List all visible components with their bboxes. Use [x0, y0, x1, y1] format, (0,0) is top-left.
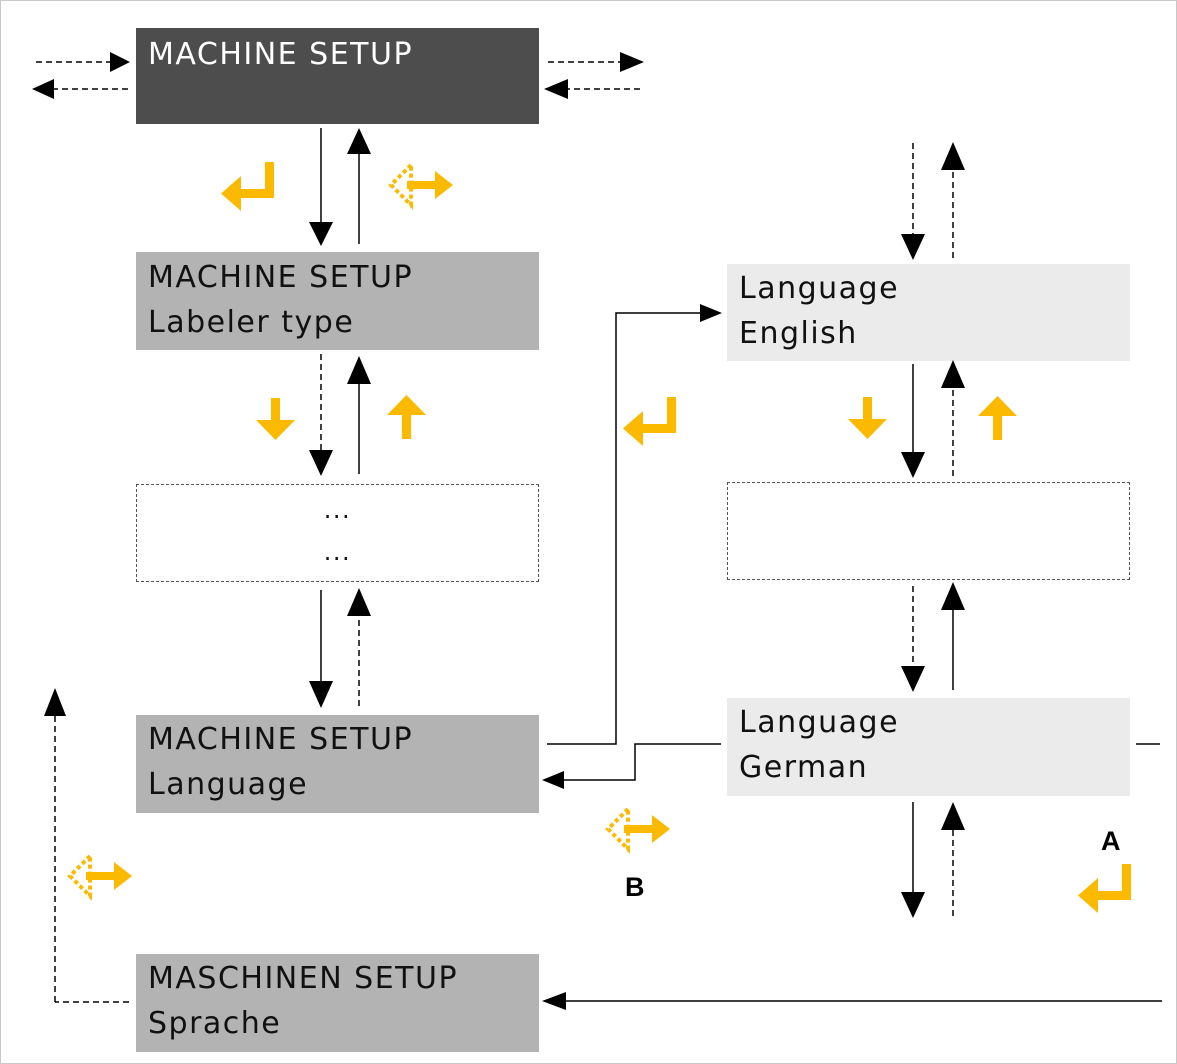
- screen-line-2: Language: [148, 767, 309, 802]
- screen-line-1: MACHINE SETUP: [148, 260, 414, 295]
- arrow-up-to-blank: [941, 582, 965, 690]
- arrow-up-to-german: [941, 802, 965, 916]
- arrow-up-to-labeler: [347, 356, 371, 474]
- screen-language-blank: [727, 482, 1130, 580]
- enter-key-icon: [221, 162, 274, 211]
- screen-line-1: ...: [323, 496, 352, 524]
- arrow-right-in: [544, 79, 640, 99]
- screen-line-2: German: [739, 750, 869, 785]
- screen-language-english: Language English: [727, 264, 1130, 361]
- escape-key-icon: [68, 854, 134, 898]
- down-arrow-key-icon: [848, 397, 887, 439]
- escape-key-icon: [389, 163, 455, 207]
- screen-labeler-type: MACHINE SETUP Labeler type: [136, 252, 539, 350]
- arrow-german-to-sprache: [542, 992, 1162, 1010]
- up-arrow-key-icon: [978, 396, 1017, 440]
- arrow-down-to-english: [901, 143, 925, 260]
- down-arrow-key-icon: [256, 398, 295, 440]
- label-a: A: [1101, 826, 1121, 856]
- screen-line-1: Language: [739, 705, 900, 740]
- screen-line-1: MACHINE SETUP: [148, 37, 414, 72]
- screen-line-1: Language: [739, 271, 900, 306]
- arrow-down-to-blank: [901, 364, 925, 478]
- enter-key-icon: [1078, 864, 1131, 913]
- enter-key-icon: [623, 397, 676, 446]
- screen-sprache-menu: MASCHINEN SETUP Sprache: [136, 954, 539, 1052]
- arrow-up-to-english: [941, 360, 965, 476]
- label-b: B: [625, 872, 645, 902]
- arrow-german-to-language-menu: [542, 743, 721, 789]
- escape-key-icon: [606, 807, 672, 851]
- screen-language-german: Language German: [727, 698, 1130, 796]
- screen-line-2: English: [739, 316, 858, 351]
- up-arrow-key-icon: [387, 395, 426, 439]
- arrow-left-out: [32, 79, 128, 99]
- screen-language-menu: MACHINE SETUP Language: [136, 715, 539, 813]
- screen-line-2: ...: [323, 538, 352, 566]
- arrow-down-to-labeler: [309, 128, 333, 246]
- screen-line-1: MASCHINEN SETUP: [148, 961, 459, 996]
- arrow-down-to-german: [901, 586, 925, 692]
- screen-machine-setup-top: MACHINE SETUP: [136, 28, 539, 124]
- arrow-right-out: [548, 52, 644, 72]
- arrow-language-to-english: [547, 304, 722, 745]
- arrow-sprache-to-top: [44, 688, 129, 1003]
- arrow-down-to-ellipsis: [309, 354, 333, 476]
- arrow-up-to-top: [347, 128, 371, 244]
- arrow-up-to-ellipsis: [347, 588, 371, 706]
- screen-ellipsis: ... ...: [136, 484, 539, 582]
- arrow-down-from-german: [901, 802, 925, 918]
- screen-line-1: MACHINE SETUP: [148, 722, 414, 757]
- arrow-left-in: [36, 52, 130, 72]
- arrow-up-from-english: [941, 142, 965, 258]
- screen-line-2: Labeler type: [148, 305, 355, 340]
- screen-line-2: Sprache: [148, 1006, 282, 1041]
- arrow-down-to-language-menu: [309, 590, 333, 708]
